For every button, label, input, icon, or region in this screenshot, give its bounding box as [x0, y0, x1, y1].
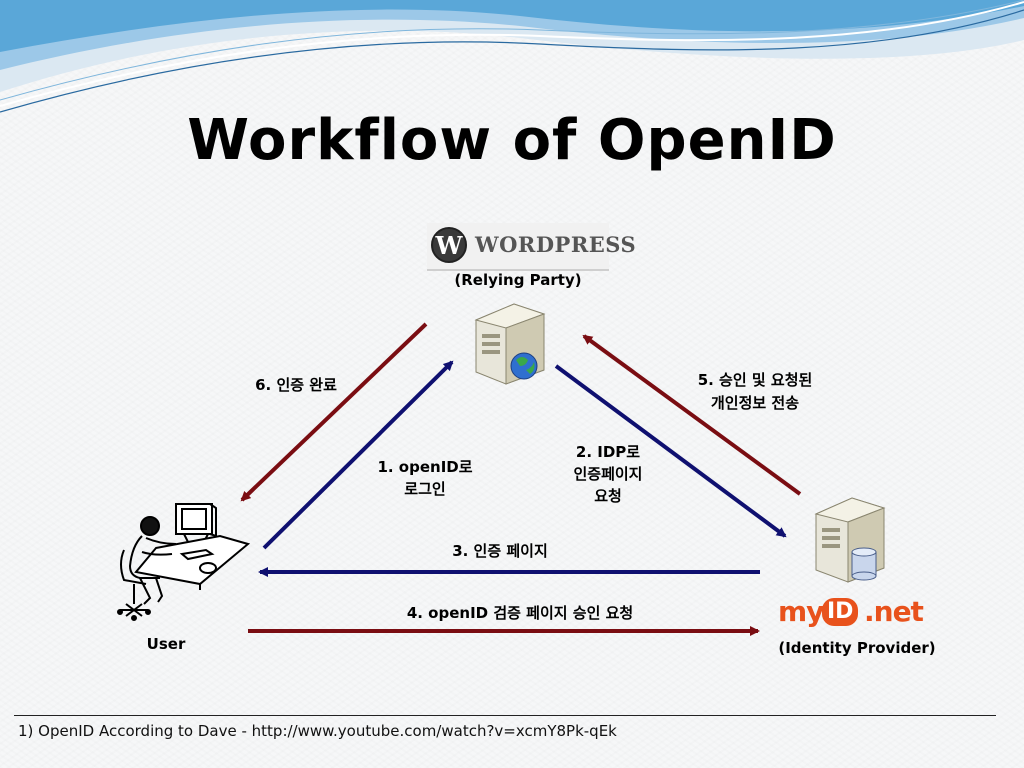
user-label: User	[146, 635, 186, 653]
step-2-label-line1: 2. IDP로	[575, 443, 641, 461]
relying-party-label: (Relying Party)	[454, 271, 582, 289]
slide-title: Workflow of OpenID	[187, 108, 837, 173]
header-swoosh	[0, 0, 1024, 113]
myid-text-net: .net	[864, 595, 924, 628]
arrow-step-5	[582, 334, 802, 496]
step-4-label: 4. openID 검증 페이지 승인 요청	[406, 604, 634, 622]
step-1-label-line1: 1. openID로	[377, 458, 473, 476]
myid-text-my: my	[778, 595, 824, 628]
myid-text-id: ID	[822, 598, 859, 626]
server-database-icon	[814, 497, 886, 583]
footnote: 1) OpenID According to Dave - http://www…	[18, 722, 617, 740]
arrow-step-2	[554, 364, 787, 538]
footnote-divider	[14, 715, 996, 716]
identity-provider-label: (Identity Provider)	[778, 639, 936, 657]
step-2-label-line3: 요청	[594, 487, 622, 505]
step-1-label-line2: 로그인	[404, 480, 446, 498]
server-globe-icon	[474, 303, 546, 385]
arrow-step-6	[240, 322, 428, 502]
wordpress-wordmark-text: WordPress	[475, 232, 637, 257]
step-2-label-line2: 인증페이지	[573, 465, 643, 483]
step-5-label-line1: 5. 승인 및 요청된	[697, 371, 813, 389]
step-3-label: 3. 인증 페이지	[452, 542, 548, 560]
user-at-computer-icon	[117, 503, 251, 621]
step-6-label: 6. 인증 완료	[255, 376, 337, 394]
wordpress-circle-icon: W	[431, 227, 467, 263]
wordpress-logo: W WordPress	[427, 223, 636, 271]
arrow-step-1	[262, 360, 454, 550]
wordpress-wordmark: WordPress	[475, 232, 636, 257]
myid-net-logo: my ID .net	[778, 595, 938, 628]
step-5-label-line2: 개인정보 전송	[710, 394, 800, 412]
